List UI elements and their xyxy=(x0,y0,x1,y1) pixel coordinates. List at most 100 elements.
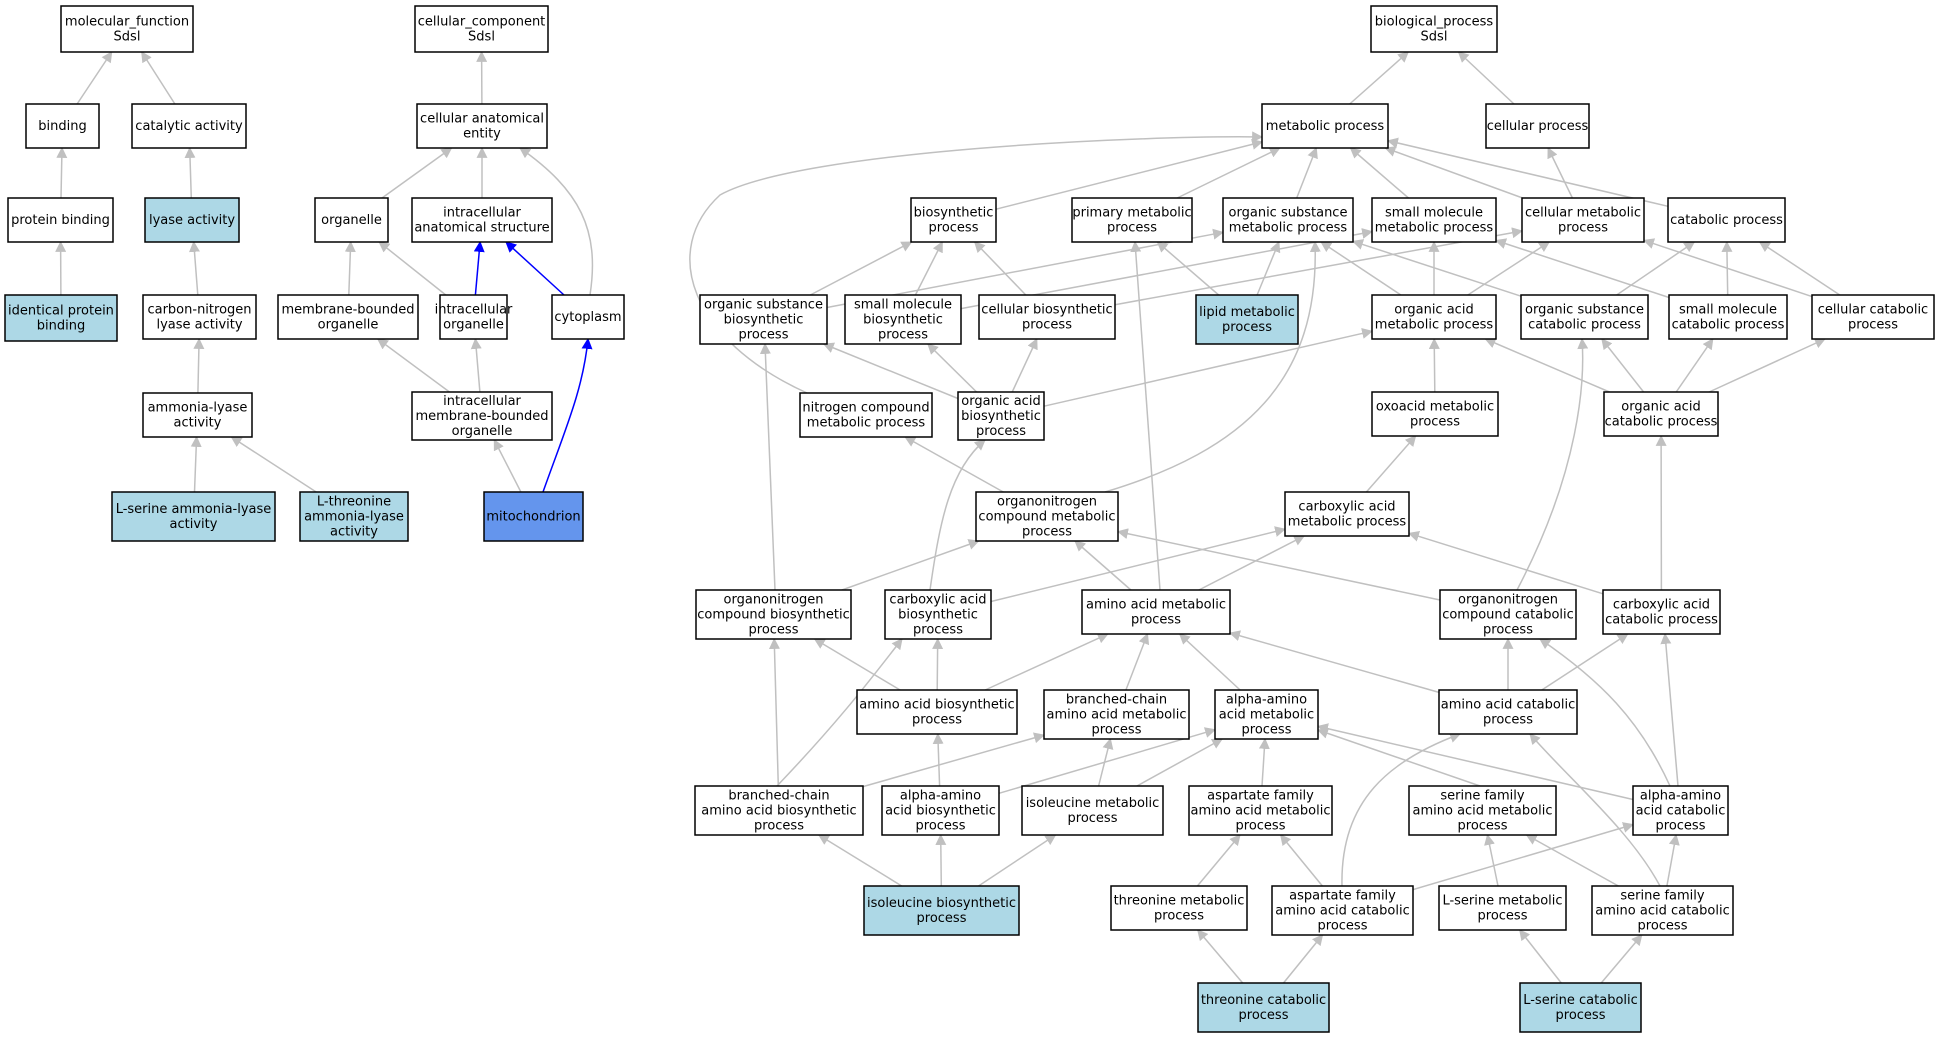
node-label-line: carbon-nitrogen xyxy=(147,303,251,318)
node-label-line: organelle xyxy=(318,318,379,333)
node-protbind[interactable]: protein binding xyxy=(7,197,114,243)
node-label-line: carboxylic acid xyxy=(889,593,986,608)
edge-ilebio-to-alphabio xyxy=(935,833,947,887)
node-binding[interactable]: binding xyxy=(25,103,100,149)
edge-mbo-to-organelle xyxy=(344,240,356,296)
node-organelle[interactable]: organelle xyxy=(314,197,389,243)
node-cellproc[interactable]: cellular process xyxy=(1485,103,1590,149)
node-label-line: compound biosynthetic xyxy=(697,608,850,623)
node-label-line: organonitrogen xyxy=(997,495,1097,510)
node-label-line: amino acid metabolic xyxy=(1191,804,1331,819)
node-catproc[interactable]: catabolic process xyxy=(1667,197,1786,243)
node-label-line: process xyxy=(1458,819,1508,834)
node-metproc[interactable]: metabolic process xyxy=(1261,103,1389,149)
node-label-line: process xyxy=(1107,221,1157,236)
edge-orgacidbio-to-smallmolbio xyxy=(927,343,978,393)
node-box xyxy=(411,391,553,441)
node-label-line: cellular metabolic xyxy=(1525,206,1641,221)
node-label-line: cellular process xyxy=(1487,119,1589,134)
node-label-line: process xyxy=(1154,909,1204,924)
node-box xyxy=(7,197,114,243)
node-label-line: ammonia-lyase xyxy=(148,401,248,416)
node-label-line: process xyxy=(916,819,966,834)
node-box xyxy=(1071,197,1193,243)
node-catact[interactable]: catalytic activity xyxy=(131,103,247,149)
node-label-line: process xyxy=(1638,919,1688,934)
node-box xyxy=(1370,5,1498,53)
edge-carbmet-to-oxoacid xyxy=(1365,435,1417,493)
node-box xyxy=(799,392,933,438)
node-label-line: carboxylic acid xyxy=(1613,598,1710,613)
node-label-line: metabolic process xyxy=(807,416,926,431)
node-lyase[interactable]: lyase activity xyxy=(144,197,240,243)
node-label-line: binding xyxy=(38,119,86,134)
node-label-line: alpha-amino xyxy=(900,789,981,804)
node-label-line: L-serine metabolic xyxy=(1442,894,1562,909)
node-label-line: process xyxy=(739,328,789,343)
node-mito[interactable]: mitochondrion xyxy=(483,491,584,542)
node-cytoplasm[interactable]: cytoplasm xyxy=(551,294,625,340)
node-label-line: metabolic process xyxy=(1288,515,1407,530)
node-label-line: catabolic process xyxy=(1670,213,1783,228)
node-label-line: catalytic activity xyxy=(135,119,243,134)
node-label-line: metabolic process xyxy=(1266,119,1385,134)
node-box xyxy=(1081,589,1231,635)
edge-cnlyase-to-lyase xyxy=(188,240,200,296)
